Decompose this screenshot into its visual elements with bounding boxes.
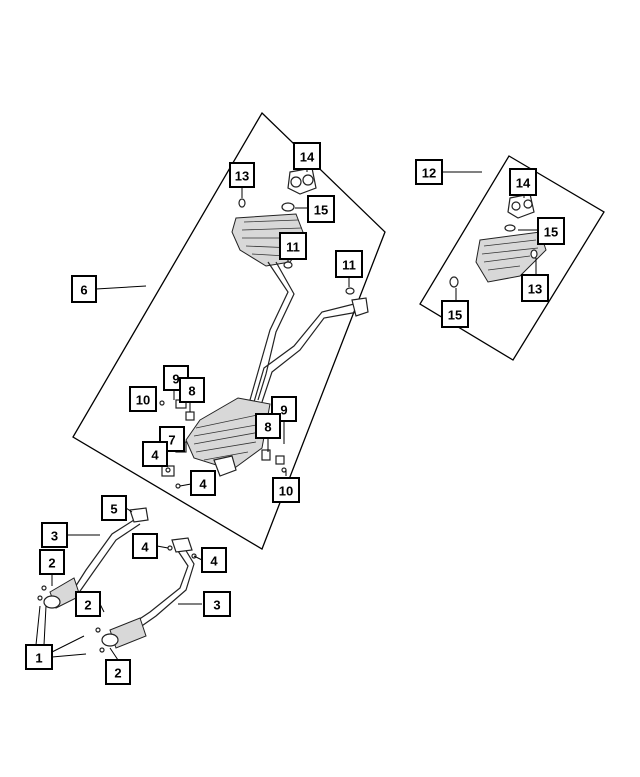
callout-4-front-right-box — [201, 547, 227, 573]
callout-10-right-text: 10 — [279, 484, 293, 499]
callout-4-center: 4 — [190, 470, 216, 496]
callout-2-middle: 2 — [75, 591, 101, 617]
tailpipe-tip-14 — [287, 167, 317, 195]
callout-8-left-box — [179, 377, 205, 403]
callout-13-main: 13 — [229, 162, 255, 188]
callout-2-lower-box — [105, 659, 131, 685]
callout-14-alt-box — [509, 168, 537, 196]
callout-14-main-box — [293, 142, 321, 170]
callout-13-main-box — [229, 162, 255, 188]
callout-15-alt-upper-box — [537, 217, 565, 245]
callout-13-alt-box — [521, 274, 549, 302]
callout-1: 1 — [25, 644, 53, 670]
hangers-small — [159, 399, 287, 489]
callout-3-lower-text: 3 — [213, 598, 220, 613]
callout-11-right-box — [335, 250, 363, 278]
callout-14-main: 14 — [293, 142, 321, 170]
callout-15-alt-lower: 15 — [441, 300, 469, 328]
callout-11-left-text: 11 — [286, 240, 300, 255]
callout-12-text: 12 — [422, 166, 436, 181]
isolator-11-left — [283, 261, 293, 269]
catalytic-converter-1-lower — [101, 617, 147, 649]
callout-2-middle-text: 2 — [84, 598, 91, 613]
callout-8-right: 8 — [255, 413, 281, 439]
callout-13-alt: 13 — [521, 274, 549, 302]
isolator-13 — [238, 198, 246, 208]
callout-2-lower-text: 2 — [114, 666, 121, 681]
callout-8-right-text: 8 — [264, 420, 271, 435]
callout-15-alt-upper-text: 15 — [544, 225, 558, 240]
callout-12-box — [415, 159, 443, 185]
callout-6-box — [71, 275, 97, 303]
callout-11-right-text: 11 — [342, 258, 356, 273]
alt-muffler-12 — [449, 193, 547, 288]
callout-4-left: 4 — [142, 441, 168, 467]
callout-11-left-box — [279, 232, 307, 260]
callout-2-middle-box — [75, 591, 101, 617]
callout-9-right-text: 9 — [280, 403, 287, 418]
isolator-11-right — [345, 287, 355, 295]
callout-10-right-box — [272, 477, 300, 503]
callout-10-left-box — [129, 386, 157, 412]
callout-11-left: 11 — [279, 232, 307, 260]
callout-2-lower: 2 — [105, 659, 131, 685]
callout-1-text: 1 — [35, 651, 42, 666]
callout-7-text: 7 — [168, 433, 175, 448]
callout-2-upper-box — [39, 549, 65, 575]
callout-4-front-right: 4 — [201, 547, 227, 573]
callout-10-right: 10 — [272, 477, 300, 503]
leader-lines — [35, 167, 540, 661]
center-muffler — [185, 397, 271, 471]
callout-5: 5 — [101, 495, 127, 521]
callout-4-center-box — [190, 470, 216, 496]
callout-4-front-right-text: 4 — [210, 554, 218, 569]
callout-6-text: 6 — [80, 283, 87, 298]
callout-3-lower: 3 — [203, 591, 231, 617]
callout-15-main: 15 — [307, 195, 335, 223]
callout-15-alt-lower-text: 15 — [448, 308, 462, 323]
callout-8-left-text: 8 — [188, 384, 195, 399]
callout-14-main-text: 14 — [300, 150, 315, 165]
callout-11-right: 11 — [335, 250, 363, 278]
callout-14-alt-text: 14 — [516, 176, 531, 191]
callout-3-upper-text: 3 — [51, 529, 58, 544]
callout-10-left-text: 10 — [136, 393, 150, 408]
callout-4-front-left: 4 — [132, 533, 158, 559]
assembly-6-frame — [72, 111, 386, 550]
callout-5-text: 5 — [110, 502, 117, 517]
callout-15-main-text: 15 — [314, 203, 328, 218]
catalytic-converter-1-upper — [43, 577, 81, 609]
front-pipes — [71, 507, 195, 631]
callout-15-main-box — [307, 195, 335, 223]
clamp-15 — [281, 202, 295, 212]
callout-5-box — [101, 495, 127, 521]
callout-4-left-box — [142, 441, 168, 467]
callout-3-upper-box — [41, 522, 68, 548]
callout-4-front-left-box — [132, 533, 158, 559]
callout-3-upper: 3 — [41, 522, 68, 548]
callout-1-box — [25, 644, 53, 670]
callout-9-left-text: 9 — [172, 372, 179, 387]
intermediate-pipes — [249, 261, 369, 403]
callout-13-main-text: 13 — [235, 169, 249, 184]
callout-4-left-text: 4 — [151, 448, 159, 463]
assembly-12-frame — [419, 155, 605, 361]
callout-8-left: 8 — [179, 377, 205, 403]
callout-3-lower-box — [203, 591, 231, 617]
callout-2-upper: 2 — [39, 549, 65, 575]
callout-4-front-left-text: 4 — [141, 540, 149, 555]
callout-12: 12 — [415, 159, 443, 185]
callout-10-left: 10 — [129, 386, 157, 412]
callout-8-right-box — [255, 413, 281, 439]
callout-6: 6 — [71, 275, 97, 303]
callout-15-alt-lower-box — [441, 300, 469, 328]
callout-13-alt-text: 13 — [528, 282, 542, 297]
callout-2-upper-text: 2 — [48, 556, 55, 571]
callout-14-alt: 14 — [509, 168, 537, 196]
callout-4-center-text: 4 — [199, 477, 207, 492]
callout-15-alt-upper: 15 — [537, 217, 565, 245]
